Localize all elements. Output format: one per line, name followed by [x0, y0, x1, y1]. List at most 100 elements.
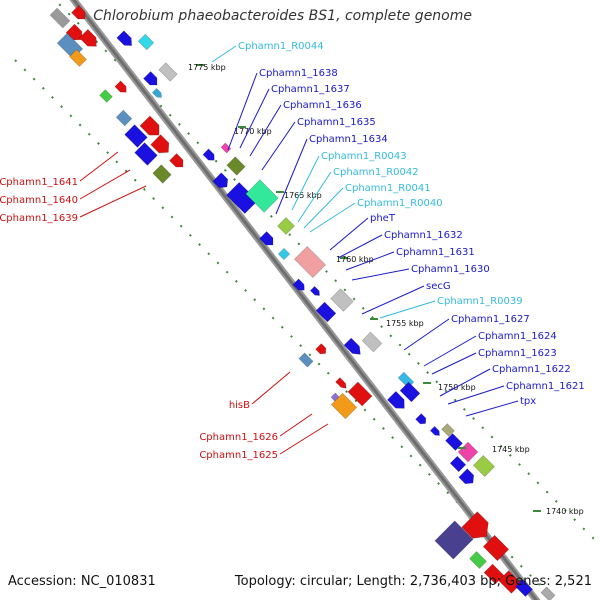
label-leader-line [279, 423, 329, 455]
gene-feature [134, 142, 158, 166]
scale-tick-label: 1760 kbp [336, 255, 374, 264]
gene-feature [399, 381, 421, 403]
gene-feature [139, 115, 160, 136]
gene-feature [469, 551, 487, 569]
gene-label: Cphamn1_1625 [199, 450, 278, 461]
gene-feature [245, 179, 279, 213]
scale-tick-label: 1740 kbp [546, 507, 584, 516]
gene-feature [298, 352, 314, 368]
scale-tick-label: 1775 kbp [188, 63, 226, 72]
topology-text: Topology: circular; Length: 2,736,403 bp… [234, 574, 592, 589]
gene-feature [482, 534, 510, 562]
gene-feature [361, 331, 383, 353]
label-leader-line [79, 151, 119, 182]
scale-tick-label: 1755 kbp [386, 319, 424, 328]
gene-feature [445, 433, 463, 451]
gene-label: Cphamn1_R0039 [437, 296, 523, 307]
gene-feature [169, 153, 184, 168]
label-leader-line [275, 138, 308, 215]
gene-label: Cphamn1_R0040 [357, 198, 443, 209]
gene-feature [114, 80, 127, 93]
gene-label: Cphamn1_1636 [283, 100, 362, 111]
gene-feature [137, 33, 155, 51]
label-leader-line [79, 185, 147, 218]
gene-feature [152, 164, 172, 184]
gene-feature [292, 278, 305, 291]
gene-feature [124, 124, 148, 148]
gene-label: Cphamn1_1639 [0, 213, 78, 224]
gene-label: Cphamn1_1635 [297, 117, 376, 128]
gene-feature [151, 87, 162, 98]
label-leader-line [251, 371, 291, 405]
gene-feature [540, 586, 556, 600]
gene-label: tpx [520, 396, 536, 407]
label-leader-line [439, 368, 491, 397]
gene-label: Cphamn1_1640 [0, 195, 78, 206]
gene-feature [441, 423, 455, 437]
gene-label: Cphamn1_1641 [0, 177, 78, 188]
label-leader-line [227, 72, 258, 151]
label-leader-line [329, 217, 369, 251]
gene-label: Cphamn1_1621 [506, 381, 585, 392]
gene-label: Cphamn1_1622 [492, 364, 571, 375]
gene-feature [330, 288, 354, 312]
gene-feature [309, 285, 320, 296]
gene-label: Cphamn1_1624 [478, 331, 557, 342]
gene-feature [343, 337, 361, 355]
gene-feature [277, 247, 291, 261]
gene-feature [99, 89, 113, 103]
gene-label: Cphamn1_1637 [271, 84, 350, 95]
gene-feature [71, 5, 86, 20]
gene-label: Cphamn1_1638 [259, 68, 338, 79]
gene-feature [386, 390, 405, 409]
scale-tick-label: 1750 kbp [438, 383, 476, 392]
gene-label: Cphamn1_R0041 [345, 183, 431, 194]
map-title: Chlorobium phaeobacteroides BS1, complet… [93, 8, 472, 24]
label-leader-line [423, 335, 477, 367]
gene-label: Cphamn1_R0042 [333, 167, 419, 178]
label-leader-line [403, 318, 450, 351]
label-leader-line [447, 385, 505, 405]
gene-label: Cphamn1_1630 [411, 264, 490, 275]
gene-feature [429, 425, 440, 436]
label-leader-line [345, 251, 395, 271]
gene-label: Cphamn1_1627 [451, 314, 530, 325]
gene-feature [415, 413, 427, 425]
gene-feature [330, 392, 358, 420]
label-leader-line [379, 300, 436, 319]
gene-feature [226, 156, 246, 176]
reverse-gene-labels: Cphamn1_1641Cphamn1_1640Cphamn1_1639hisB… [0, 151, 329, 461]
gene-label: Cphamn1_1626 [199, 432, 278, 443]
gene-label: Cphamn1_1632 [384, 230, 463, 241]
label-leader-line [361, 285, 425, 315]
label-leader-line [261, 121, 296, 171]
gene-feature [49, 7, 71, 29]
gene-label: secG [426, 281, 451, 292]
label-leader-line [239, 88, 270, 149]
gene-feature [461, 511, 489, 539]
label-leader-line [279, 413, 313, 437]
gene-feature [150, 134, 170, 154]
gene-label: pheT [370, 213, 396, 224]
gene-feature [472, 454, 496, 478]
gene-feature [116, 30, 132, 46]
gene-label: Cphamn1_R0044 [238, 41, 324, 52]
gene-feature [294, 246, 326, 278]
gene-label: Cphamn1_1631 [396, 247, 475, 258]
label-leader-line [337, 234, 383, 259]
scale-tick-label: 1770 kbp [234, 127, 272, 136]
gene-feature [65, 23, 83, 41]
gene-label: Cphamn1_1623 [478, 348, 557, 359]
label-leader-line [465, 400, 519, 417]
label-leader-line [431, 352, 477, 375]
gene-label: Cphamn1_R0043 [321, 151, 407, 162]
gene-feature [277, 217, 295, 235]
forward-gene-labels: Cphamn1_R0044Cphamn1_1638Cphamn1_1637Cph… [211, 41, 585, 417]
backbone-axis-highlight [71, 0, 539, 600]
accession-text: Accession: NC_010831 [8, 574, 156, 589]
gene-feature [259, 231, 274, 246]
gene-feature [434, 520, 474, 560]
gene-feature [347, 381, 373, 407]
